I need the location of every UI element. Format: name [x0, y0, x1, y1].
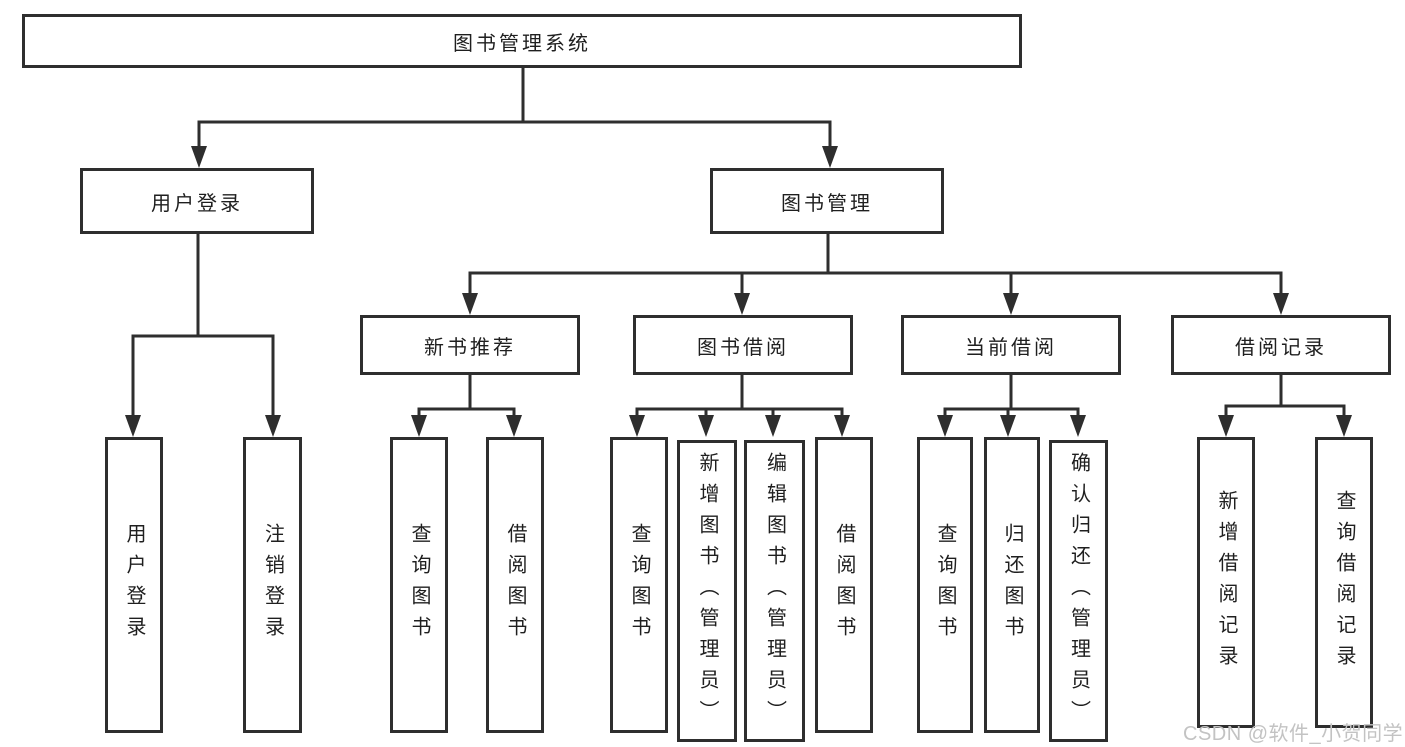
- leaf-confirm-return-admin: 确认归还（管理员）: [1049, 440, 1108, 742]
- leaf-add-books-admin: 新增图书（管理员）: [677, 440, 737, 742]
- csdn-watermark: CSDN @软件_小贺同学: [1183, 723, 1404, 745]
- leaf-user-login: 用户登录: [105, 437, 163, 733]
- node-book-management: 图书管理: [710, 168, 944, 234]
- leaf-logout: 注销登录: [243, 437, 302, 733]
- leaf-query-books-borrowing: 查询图书: [610, 437, 668, 733]
- leaf-borrow-books-recommend: 借阅图书: [486, 437, 544, 733]
- node-book-borrowing: 图书借阅: [633, 315, 853, 375]
- leaf-query-books-recommend: 查询图书: [390, 437, 448, 733]
- leaf-add-borrow-record: 新增借阅记录: [1197, 437, 1255, 728]
- leaf-query-borrow-record: 查询借阅记录: [1315, 437, 1373, 728]
- leaf-return-books: 归还图书: [984, 437, 1040, 733]
- node-user-login: 用户登录: [80, 168, 314, 234]
- leaf-query-books-current: 查询图书: [917, 437, 973, 733]
- node-new-book-recommendation: 新书推荐: [360, 315, 580, 375]
- node-borrowing-records: 借阅记录: [1171, 315, 1391, 375]
- node-book-management-system: 图书管理系统: [22, 14, 1022, 68]
- node-current-borrowing: 当前借阅: [901, 315, 1121, 375]
- leaf-edit-books-admin: 编辑图书（管理员）: [744, 440, 805, 742]
- leaf-borrow-books-borrowing: 借阅图书: [815, 437, 873, 733]
